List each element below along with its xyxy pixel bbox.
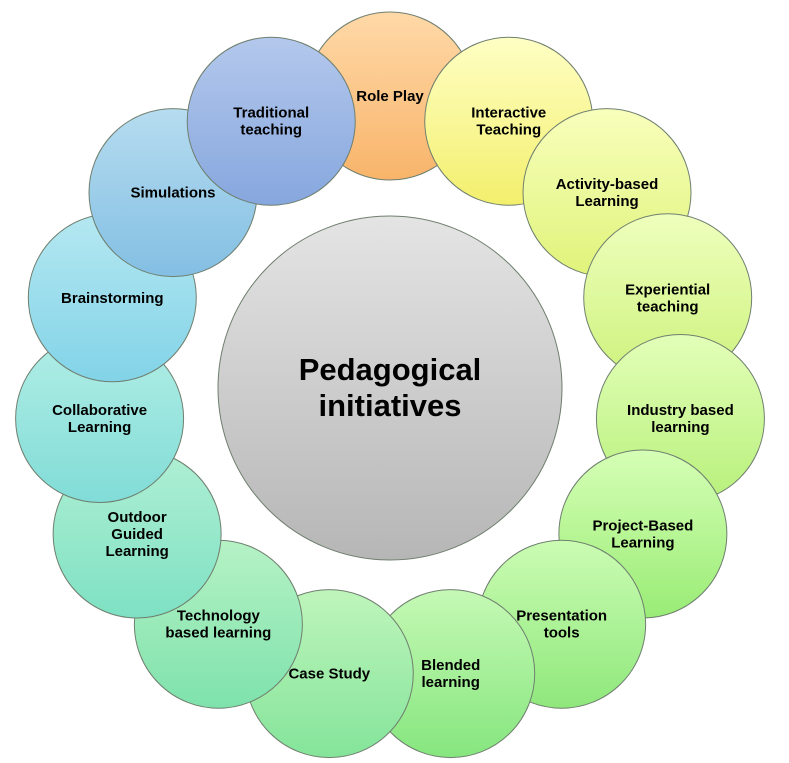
- node-label-line: Blended: [421, 657, 480, 674]
- center-circle: [217, 215, 563, 561]
- center-title-line: initiatives: [319, 388, 462, 423]
- center-title-line: Pedagogical: [299, 352, 482, 387]
- node-label-line: Collaborative: [52, 402, 147, 419]
- node-label-line: Experiential: [625, 281, 710, 298]
- node-label-line: Learning: [575, 193, 638, 210]
- node-label-line: teaching: [240, 122, 302, 139]
- node-label-line: based learning: [165, 625, 271, 642]
- node-label-line: Teaching: [476, 122, 541, 139]
- node-label-line: Learning: [611, 535, 674, 552]
- node-label-line: Technology: [177, 608, 261, 625]
- node-label-line: Learning: [105, 543, 168, 560]
- ring-of-nodes: Role PlayInteractiveTeachingActivity-bas…: [15, 11, 765, 759]
- node-label-line: Traditional: [233, 105, 309, 122]
- node-label-line: learning: [651, 419, 709, 436]
- node-label-line: Interactive: [471, 105, 546, 122]
- node-label-line: Case Study: [288, 666, 370, 683]
- node-label-line: Outdoor: [108, 509, 167, 526]
- node-label-line: teaching: [637, 298, 699, 315]
- node-label-line: Brainstorming: [61, 290, 164, 307]
- node-label-line: Presentation: [516, 608, 607, 625]
- node-circle: [186, 36, 356, 206]
- node-label-line: Guided: [111, 526, 163, 543]
- node-label-line: Activity-based: [556, 176, 659, 193]
- node-label-line: Project-Based: [592, 518, 693, 535]
- node-label-line: Role Play: [356, 88, 424, 105]
- node-label-line: tools: [544, 625, 580, 642]
- node-label-line: Industry based: [627, 402, 734, 419]
- node-label-line: learning: [422, 674, 480, 691]
- node-label-line: Learning: [68, 419, 131, 436]
- node-label-line: Simulations: [130, 185, 215, 202]
